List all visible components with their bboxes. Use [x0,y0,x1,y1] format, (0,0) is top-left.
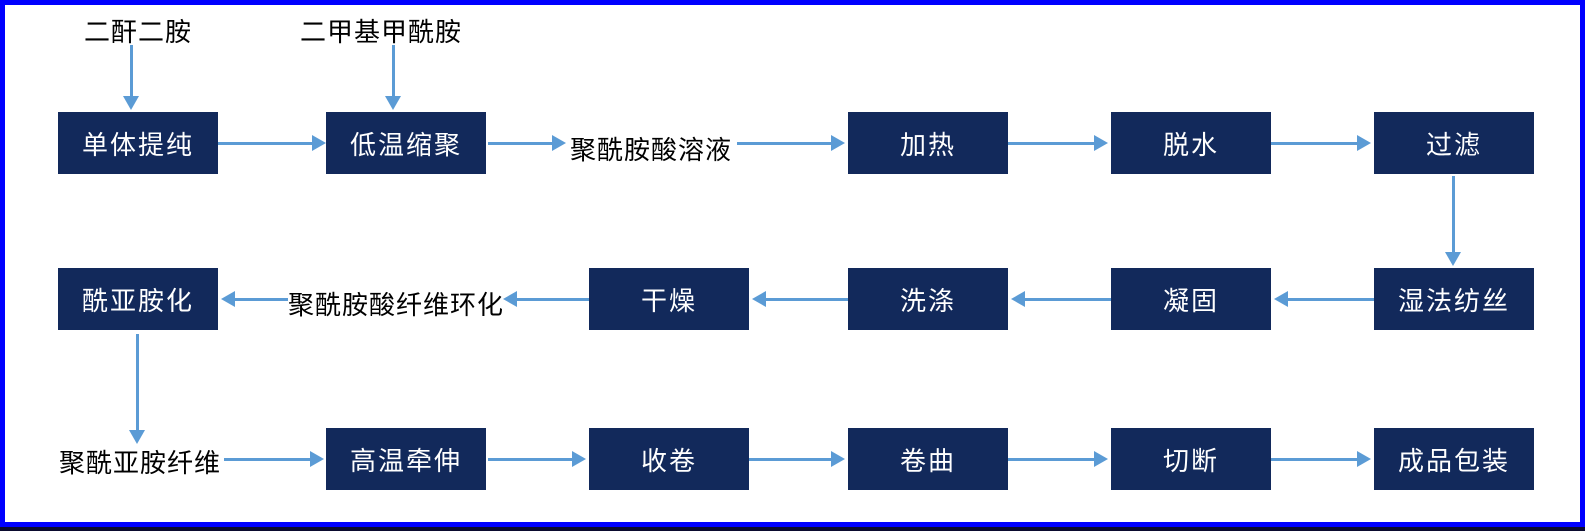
label-input-dimethylformamide: 二甲基甲酰胺 [299,18,462,48]
arrow-coagulation-to-washing [1011,291,1111,307]
node-filtration: 过滤 [1374,112,1534,174]
arrow-fiber-to-stretching [224,451,324,467]
arrow-dehydration-to-filtration [1271,135,1371,151]
node-low-temp-polycondensation: 低温缩聚 [326,112,486,174]
arrow-stretching-to-winding [488,451,586,467]
arrow-heating-to-dehydration [1008,135,1108,151]
arrow-cyclization-to-imidization [221,291,288,307]
node-winding: 收卷 [589,428,749,490]
node-washing: 洗涤 [848,268,1008,330]
arrow-wetspin-to-coagulation [1274,291,1374,307]
label-polyamic-acid-solution: 聚酰胺酸溶液 [569,136,732,166]
arrow-washing-to-drying [752,291,848,307]
label-polyamic-acid-fiber-cyclization: 聚酰胺酸纤维环化 [287,291,504,321]
node-drying: 干燥 [589,268,749,330]
node-monomer-purification: 单体提纯 [58,112,218,174]
node-high-temp-stretching: 高温牵伸 [326,428,486,490]
arrow-down-input1-to-purify [123,45,139,110]
arrow-winding-to-crimping [749,451,845,467]
arrow-drying-to-cyclization [503,291,589,307]
arrow-cutting-to-packaging [1271,451,1371,467]
arrow-solution-to-heating [737,135,845,151]
node-finished-packaging: 成品包装 [1374,428,1534,490]
arrow-filtration-to-wetspin [1445,176,1461,266]
node-coagulation: 凝固 [1111,268,1271,330]
arrow-imidization-to-fiber [129,334,145,444]
label-polyimide-fiber: 聚酰亚胺纤维 [58,449,221,479]
node-wet-spinning: 湿法纺丝 [1374,268,1534,330]
node-crimping: 卷曲 [848,428,1008,490]
node-heating: 加热 [848,112,1008,174]
arrow-crimping-to-cutting [1008,451,1108,467]
node-dehydration: 脱水 [1111,112,1271,174]
node-cutting: 切断 [1111,428,1271,490]
arrow-lowtemp-to-solution [488,135,566,151]
arrow-down-input2-to-lowtemp [385,45,401,110]
label-input-dianhydride-diamine: 二酐二胺 [83,18,192,48]
node-imidization: 酰亚胺化 [58,268,218,330]
arrow-purify-to-lowtemp [218,135,326,151]
